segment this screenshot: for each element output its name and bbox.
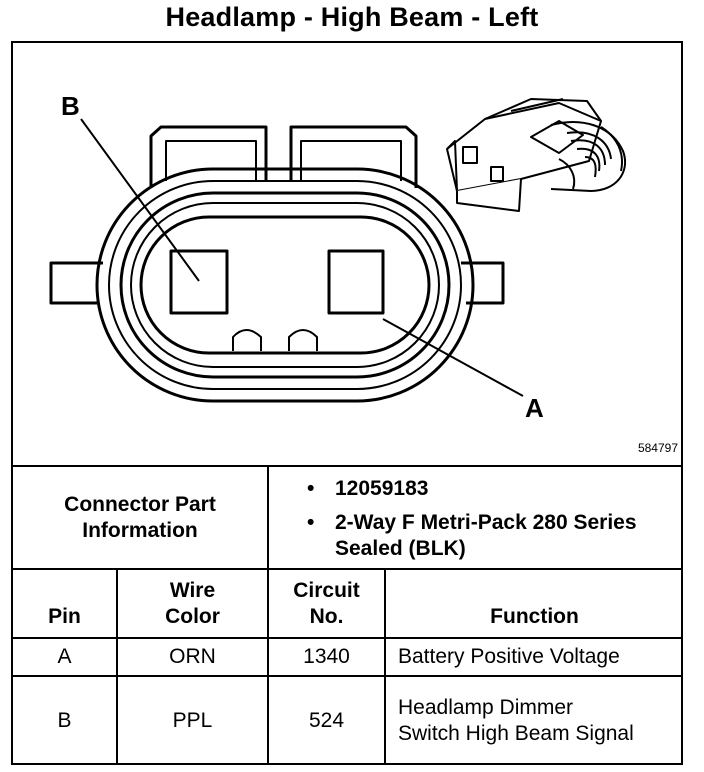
key-bump-left xyxy=(232,329,262,351)
cavity xyxy=(139,215,431,355)
latch-right-inner xyxy=(300,140,402,181)
diagram-frame xyxy=(11,41,683,765)
connector-type: 2-Way F Metri-Pack 280 Series Sealed (BL… xyxy=(335,511,637,560)
terminal-a xyxy=(327,249,385,315)
header-bottom-border xyxy=(11,637,683,639)
col-divider-2 xyxy=(267,568,269,765)
info-bottom-border xyxy=(11,568,683,570)
header-pin: Pin xyxy=(48,605,81,628)
row-a-function: Battery Positive Voltage xyxy=(398,645,620,668)
connector-diagram: B A xyxy=(11,41,683,466)
connector-info-item: • 12059183 xyxy=(307,476,645,502)
connector-info-list: • 12059183 • 2-Way F Metri-Pack 280 Seri… xyxy=(307,476,645,562)
connector-info-item: • 2-Way F Metri-Pack 280 Series Sealed (… xyxy=(307,510,645,562)
row-a-pin: A xyxy=(57,645,72,668)
table-top-border xyxy=(11,465,683,467)
connector-iso-sketch xyxy=(446,98,626,212)
col-divider-3 xyxy=(384,568,386,765)
info-divider xyxy=(267,465,269,569)
figure-id: 584797 xyxy=(637,441,678,455)
ear-right xyxy=(461,261,505,305)
row-b-wire-color: PPL xyxy=(172,709,213,732)
connector-face-drawing xyxy=(49,98,626,403)
row-a-circuit: 1340 xyxy=(303,645,350,668)
row-b-function: Headlamp Dimmer Switch High Beam Signal xyxy=(398,696,634,745)
header-wire-color: Wire Color xyxy=(165,578,220,628)
connector-info-label: Connector Part Information xyxy=(64,492,216,542)
terminal-b xyxy=(169,249,229,315)
leader-a xyxy=(382,318,524,397)
pin-label-b: B xyxy=(61,91,80,121)
latch-left xyxy=(149,125,268,188)
bullet-icon: • xyxy=(307,511,315,534)
row-a-wire-color: ORN xyxy=(169,645,216,668)
header-function: Function xyxy=(490,605,579,628)
bullet-icon: • xyxy=(307,477,315,500)
body-outer xyxy=(95,167,475,403)
leader-b xyxy=(80,118,200,282)
body-ring-3 xyxy=(119,191,451,379)
body-ring-2 xyxy=(108,180,462,390)
page-title: Headlamp - High Beam - Left xyxy=(165,2,539,32)
pin-label-a: A xyxy=(525,393,544,423)
row-b-pin: B xyxy=(57,709,72,732)
header-circuit-no: Circuit No. xyxy=(293,578,360,628)
part-number: 12059183 xyxy=(335,477,429,500)
latch-left-inner xyxy=(165,140,257,181)
body-ring-4 xyxy=(130,202,440,368)
row-b-circuit: 524 xyxy=(308,709,345,732)
latch-right xyxy=(289,125,418,188)
col-divider-1 xyxy=(116,568,118,765)
row-a-bottom-border xyxy=(11,675,683,677)
ear-left xyxy=(49,261,103,305)
key-bump-right xyxy=(288,329,318,351)
